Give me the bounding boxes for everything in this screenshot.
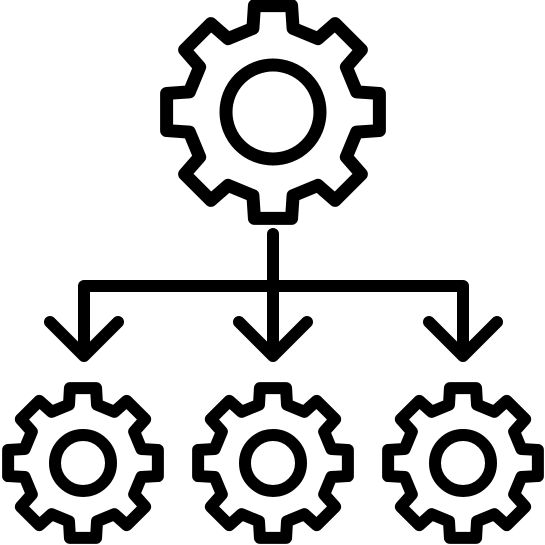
gear-outline [382,382,544,544]
child-gear-icon-2 [192,382,354,544]
gear-outline [192,382,354,544]
gear-outline [2,382,164,544]
arrow-down-icon-3 [423,316,503,362]
child-gear-icon-1 [2,382,164,544]
gear-hub [49,429,117,497]
child-gear-icon-3 [382,382,544,544]
arrow-down-icon-1 [44,316,124,362]
arrow-down-icon-2 [233,316,313,362]
gear-hub [429,429,497,497]
gear-outline [160,0,386,225]
branch-line [78,280,469,356]
connector-lines [78,228,469,356]
gear-hub [239,429,307,497]
gear-hub [219,58,327,166]
top-gear-icon [160,0,386,225]
